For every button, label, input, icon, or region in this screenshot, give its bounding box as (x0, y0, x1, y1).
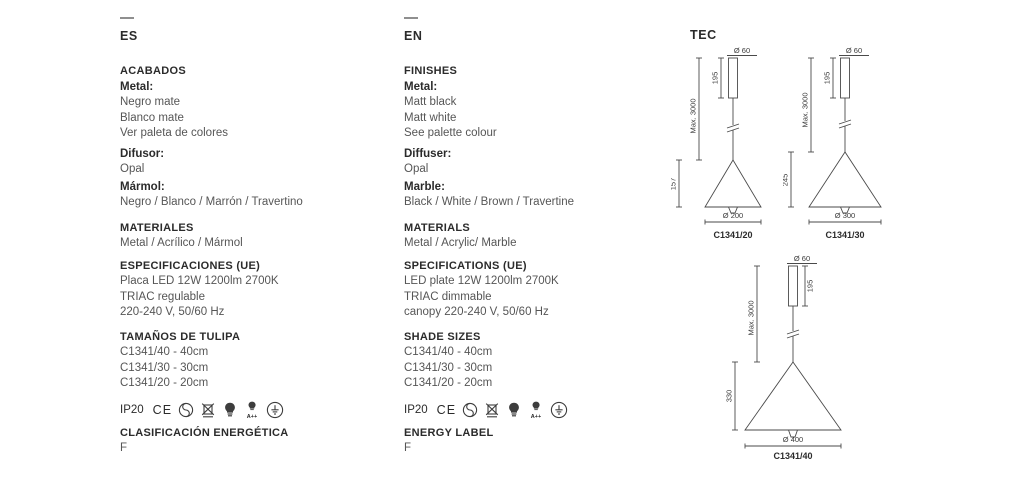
energy-class-value: F (404, 442, 412, 454)
marble-value: Black / White / Brown / Travertine (404, 196, 575, 208)
shade-sizes-heading: TAMAÑOS DE TULIPA (120, 330, 241, 343)
certification-icons-row: IP20 CE A++ (404, 401, 676, 419)
shade-sizes-heading: SHADE SIZES (404, 330, 481, 343)
diffuser-label: Diffuser: (404, 147, 452, 160)
spec-line: TRIAC dimmable (404, 290, 492, 303)
weee-bin-icon (201, 402, 215, 417)
marble-label: Mármol: (120, 180, 165, 193)
spec-line: LED plate 12W 1200lm 2700K (404, 275, 559, 287)
energy-bulb-icon: A++ (531, 401, 541, 419)
size-line: C1341/30 - 30cm (404, 361, 493, 374)
energy-class-value: F (120, 442, 128, 454)
diffuser-value: Opal (404, 163, 429, 175)
size-line: C1341/20 - 20cm (120, 377, 209, 389)
finishes-heading: ACABADOS (120, 65, 186, 77)
dim-canopy-height: 195 (823, 72, 832, 85)
earth-icon (266, 401, 284, 418)
dim-shade-diameter: Ø 200 (723, 211, 743, 220)
energy-class-label: A++ (531, 414, 541, 419)
metal-value-line: Matt white (404, 111, 457, 124)
specifications-heading: SPECIFICATIONS (UE) (404, 259, 527, 272)
tec-heading: TEC (690, 28, 717, 42)
energy-class-label: A++ (247, 414, 257, 419)
column-es: ES ACABADOS Metal: Negro mate Blanco mat… (120, 0, 392, 457)
model-label: C1341/40 (773, 451, 812, 461)
bulb-icon (225, 402, 235, 416)
metal-value-line: Negro mate (120, 96, 181, 108)
finishes-heading: FINISHES (404, 65, 458, 77)
dim-shade-diameter: Ø 400 (783, 435, 803, 444)
dim-cable-max: Max. 3000 (747, 300, 756, 335)
size-line: C1341/40 - 40cm (120, 346, 209, 358)
weee-bin-icon (485, 402, 499, 417)
materials-heading: MATERIALS (404, 221, 471, 234)
dim-canopy-height: 195 (806, 280, 815, 293)
diffuser-value: Opal (120, 163, 145, 175)
energy-label-heading: ENERGY LABEL (404, 426, 494, 439)
column-en: EN FINISHES Metal: Matt black Matt white… (404, 0, 676, 457)
metal-value-line: Ver paleta de colores (120, 127, 229, 139)
dim-shade-height: 157 (671, 178, 678, 191)
drawing-c1341-20: Ø 60 195 Max. 3000 157 Ø 200 C1341/20 (671, 46, 762, 240)
diffuser-label: Difusor: (120, 147, 165, 160)
model-label: C1341/20 (713, 230, 752, 240)
earth-icon (550, 401, 568, 418)
spec-line: Placa LED 12W 1200lm 2700K (120, 275, 279, 287)
dim-shade-diameter: Ø 300 (835, 211, 855, 220)
specifications-section: SPECIFICATIONS (UE) LED plate 12W 1200lm… (404, 259, 676, 321)
finishes-section: ACABADOS Metal: Negro mate Blanco mate V… (120, 64, 392, 211)
energy-label-heading: CLASIFICACIÓN ENERGÉTICA (120, 426, 289, 439)
dim-top-diameter: Ø 60 (734, 46, 750, 55)
materials-value: Metal / Acrylic/ Marble (404, 237, 517, 249)
specifications-section: ESPECIFICACIONES (UE) Placa LED 12W 1200… (120, 259, 392, 321)
ce-mark-icon: CE (152, 402, 173, 417)
drawing-c1341-40: Ø 60 195 Max. 3000 330 Ø 400 C1341/40 (725, 254, 842, 461)
size-line: C1341/30 - 30cm (120, 361, 209, 374)
dim-top-diameter: Ø 60 (794, 254, 810, 263)
energy-label-section: ENERGY LABEL F (404, 426, 676, 457)
ip-rating: IP20 (120, 403, 144, 416)
spec-line: canopy 220-240 V, 50/60 Hz (404, 306, 549, 318)
materials-section: MATERIALS Metal / Acrylic/ Marble (404, 221, 676, 252)
metal-label: Metal: (404, 80, 438, 93)
specifications-heading: ESPECIFICACIONES (UE) (120, 259, 261, 272)
dim-cable-max: Max. 3000 (689, 98, 698, 133)
drawing-c1341-30: Ø 60 195 Max. 3000 245 Ø 300 C1341/30 (783, 46, 882, 240)
finishes-section: FINISHES Metal: Matt black Matt white Se… (404, 64, 676, 211)
ip-rating: IP20 (404, 403, 428, 416)
shade-sizes-section: SHADE SIZES C1341/40 - 40cm C1341/30 - 3… (404, 330, 676, 392)
materials-value: Metal / Acrílico / Mármol (120, 237, 243, 249)
language-heading-es: ES (120, 29, 138, 43)
materials-heading: MATERIALES (120, 221, 194, 234)
marble-value: Negro / Blanco / Marrón / Travertino (120, 196, 303, 208)
metal-value-line: Matt black (404, 96, 457, 108)
metal-value-line: Blanco mate (120, 111, 184, 124)
metal-label: Metal: (120, 80, 154, 93)
energy-bulb-icon: A++ (247, 401, 257, 419)
spec-line: TRIAC regulable (120, 290, 206, 303)
dim-cable-max: Max. 3000 (801, 92, 810, 127)
ce-mark-icon: CE (436, 402, 457, 417)
certification-icons-row: IP20 CE A++ (120, 401, 392, 419)
energy-label-section: CLASIFICACIÓN ENERGÉTICA F (120, 426, 392, 457)
size-line: C1341/20 - 20cm (404, 377, 493, 389)
language-heading-en: EN (404, 29, 423, 43)
bulb-icon (509, 402, 519, 416)
green-dot-icon (178, 402, 194, 417)
green-dot-icon (462, 402, 478, 417)
metal-value-line: See palette colour (404, 127, 497, 139)
size-line: C1341/40 - 40cm (404, 346, 493, 358)
section-dash (120, 17, 134, 19)
model-label: C1341/30 (825, 230, 864, 240)
dim-canopy-height: 195 (711, 72, 720, 85)
marble-label: Marble: (404, 180, 445, 193)
dim-shade-height: 330 (725, 390, 734, 403)
dim-top-diameter: Ø 60 (846, 46, 862, 55)
dim-shade-height: 245 (783, 174, 790, 187)
shade-sizes-section: TAMAÑOS DE TULIPA C1341/40 - 40cm C1341/… (120, 330, 392, 392)
section-dash (404, 17, 418, 19)
spec-line: 220-240 V, 50/60 Hz (120, 306, 225, 318)
materials-section: MATERIALES Metal / Acrílico / Mármol (120, 221, 392, 252)
